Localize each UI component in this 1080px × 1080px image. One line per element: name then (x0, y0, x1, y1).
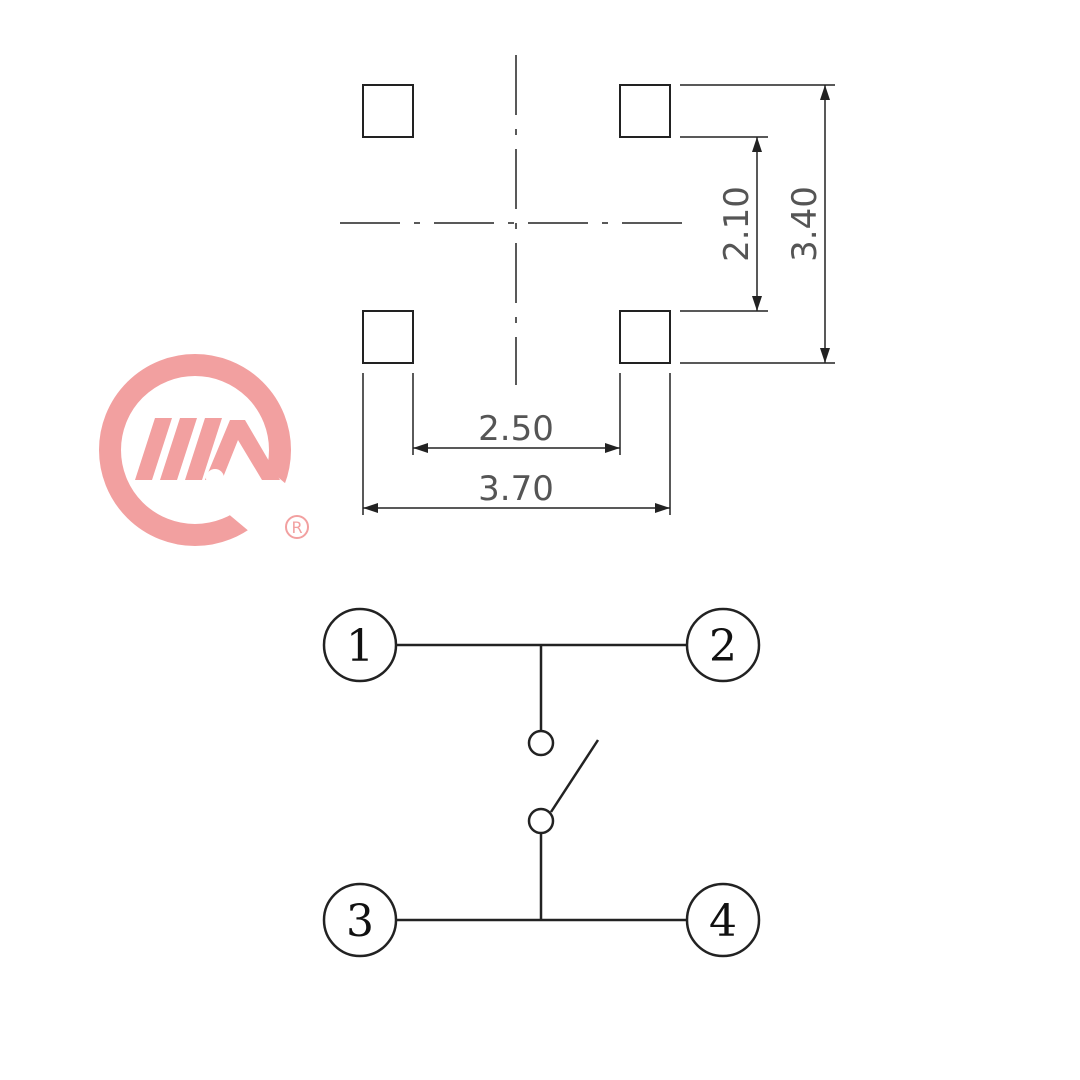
arrow-icon (820, 348, 830, 363)
dim-label-overall-y: 3.40 (785, 186, 825, 262)
switch-contact-upper (527, 729, 555, 757)
switch-contact-lower (527, 807, 555, 835)
logo-ring-gap (225, 465, 311, 551)
registered-mark-text: R (291, 518, 302, 537)
dim-label-overall-x: 3.70 (478, 469, 554, 509)
arrow-icon (605, 443, 620, 453)
arrow-icon (655, 503, 670, 513)
switch-lever (549, 739, 600, 813)
arrow-icon (413, 443, 428, 453)
pin-1-label: 1 (346, 621, 374, 672)
arrow-icon (752, 137, 762, 152)
footprint-drawing (340, 55, 835, 515)
pin-4-label: 4 (709, 896, 737, 947)
pin-3-label: 3 (346, 896, 374, 947)
pin-2-circle (685, 607, 761, 683)
switch-schematic (322, 607, 761, 958)
logo-ring (99, 354, 291, 546)
pin-3-circle (322, 882, 398, 958)
dim-label-pad-pitch-x: 2.50 (478, 409, 554, 449)
arrow-icon (820, 85, 830, 100)
registered-mark-icon (285, 515, 309, 539)
arrow-icon (363, 503, 378, 513)
pin-4-circle (685, 882, 761, 958)
brand-logo: R (99, 354, 311, 551)
pad-top-right (619, 84, 671, 138)
pin-1-circle (322, 607, 398, 683)
pad-bottom-left (362, 310, 414, 364)
pad-bottom-right (619, 310, 671, 364)
dim-label-pad-pitch-y: 2.10 (717, 186, 757, 262)
logo-mark (135, 418, 280, 487)
arrow-icon (752, 296, 762, 311)
pin-2-label: 2 (709, 621, 737, 672)
pad-top-left (362, 84, 414, 138)
